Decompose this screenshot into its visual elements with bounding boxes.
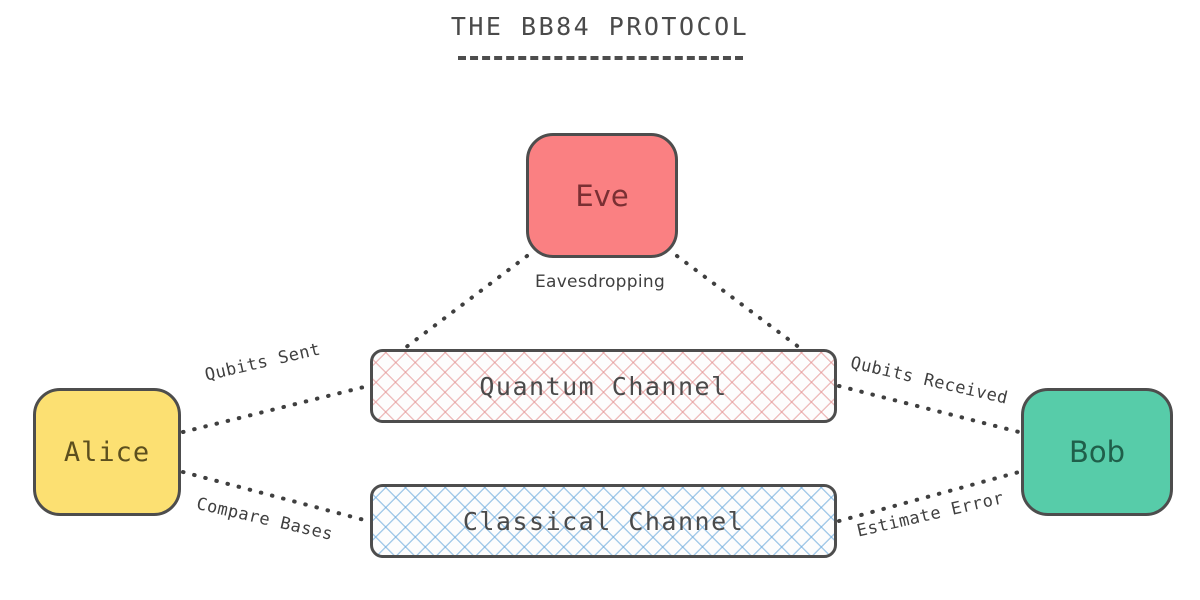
edge-line-qubits-received [837, 384, 1021, 434]
node-eve[interactable]: Eve [526, 133, 678, 258]
quantum-channel-box[interactable]: Quantum Channel [370, 349, 837, 423]
edge-line-eavesdropping-right [675, 254, 802, 350]
classical-channel-label: Classical Channel [462, 506, 745, 536]
title-underline-divider [457, 56, 743, 60]
node-eve-label: Eve [575, 178, 629, 213]
node-alice-label: Alice [63, 436, 151, 468]
edge-label-eavesdropping: Eavesdropping [534, 272, 666, 292]
classical-channel-box[interactable]: Classical Channel [370, 484, 837, 558]
edge-line-estimate-error [837, 470, 1021, 523]
quantum-channel-label: Quantum Channel [479, 371, 728, 401]
edge-line-eavesdropping-left [403, 254, 529, 350]
edge-line-qubits-sent [181, 384, 370, 434]
title-block: THE BB84 PROTOCOL [0, 12, 1200, 60]
page-title: THE BB84 PROTOCOL [450, 12, 750, 41]
node-bob[interactable]: Bob [1021, 388, 1173, 516]
node-bob-label: Bob [1068, 435, 1126, 469]
node-alice[interactable]: Alice [33, 388, 181, 516]
edge-line-compare-bases [181, 470, 370, 523]
